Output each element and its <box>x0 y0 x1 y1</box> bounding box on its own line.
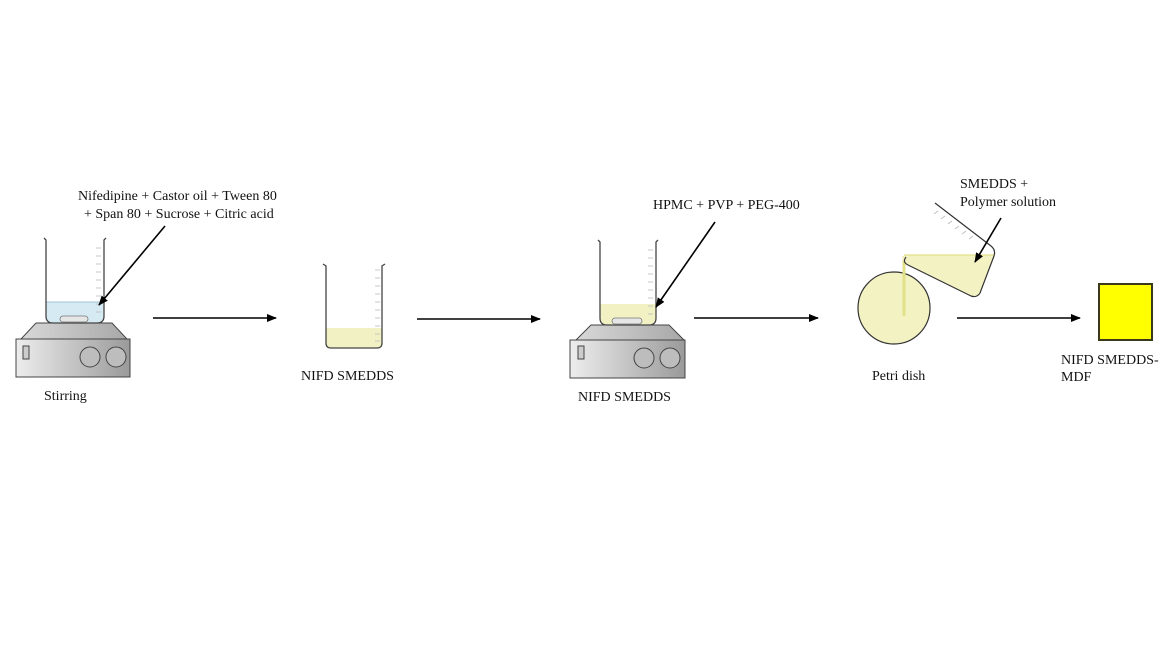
stirrer-switch <box>577 345 585 360</box>
stirrer-switch <box>22 345 30 360</box>
stir-bar <box>611 317 643 325</box>
step4-input-line2: Polymer solution <box>960 195 1057 210</box>
beaker-yellow <box>322 263 386 349</box>
stirrer-top-plate <box>574 324 686 341</box>
beaker-liquid <box>326 328 382 348</box>
magnetic-stirrer-2 <box>569 324 686 379</box>
step1-caption: Stirring <box>44 389 87 404</box>
step2-caption: NIFD SMEDDS <box>301 369 394 384</box>
tilted-beaker-pouring <box>902 202 996 316</box>
step1-ingredients-line2: + Span 80 + Sucrose + Citric acid <box>84 207 274 222</box>
beaker-blue <box>43 237 107 324</box>
mdf-film-square <box>1098 283 1153 341</box>
stir-bar <box>59 315 89 323</box>
stirrer-knob-icon <box>633 347 655 369</box>
magnetic-stirrer-1 <box>15 322 131 378</box>
step5-caption-line2: MDF <box>1061 370 1092 385</box>
stirrer-top-plate <box>19 322 129 340</box>
ingredient-arrow <box>98 225 166 306</box>
step4-caption: Petri dish <box>872 369 926 384</box>
step3-ingredients: HPMC + PVP + PEG-400 <box>653 198 800 213</box>
petri-dish <box>857 271 931 345</box>
step4-input-line1: SMEDDS + <box>960 177 1029 192</box>
step5-caption-line1: NIFD SMEDDS- <box>1061 353 1159 368</box>
ingredient-arrow <box>655 221 716 308</box>
beaker-liquid <box>902 255 994 297</box>
stirrer-knob-icon <box>79 346 101 368</box>
stirrer-knob-icon <box>659 347 681 369</box>
ingredient-arrow <box>974 217 1002 263</box>
step3-caption: NIFD SMEDDS <box>578 390 671 405</box>
step1-ingredients-line1: Nifedipine + Castor oil + Tween 80 <box>78 189 277 204</box>
beaker-yellow-stirring <box>597 239 659 326</box>
stirrer-knob-icon <box>105 346 127 368</box>
